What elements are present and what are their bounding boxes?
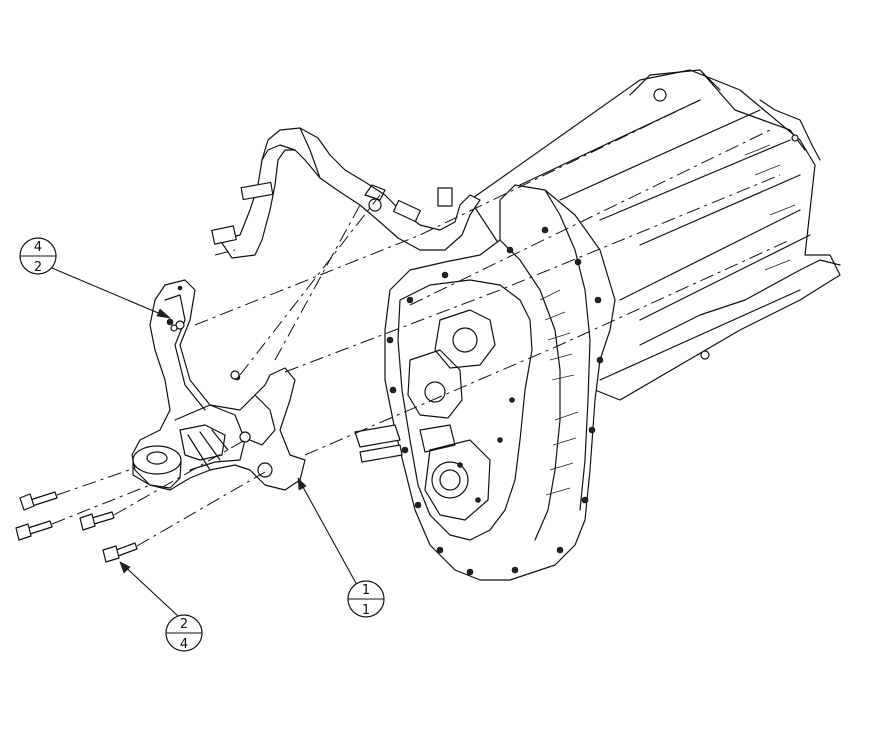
bolt-2 xyxy=(15,520,53,541)
bolt-4 xyxy=(102,542,138,563)
bolt-3 xyxy=(79,511,115,531)
callout-top-label: 1 xyxy=(362,583,370,598)
callout-bottom-label: 1 xyxy=(362,603,370,618)
small-bolt-upper xyxy=(170,324,240,380)
callout-balloon-1-1: 1 1 xyxy=(347,580,385,618)
bolt-1 xyxy=(19,491,58,511)
callout-balloon-4-2: 4 2 xyxy=(19,237,57,275)
callout-balloon-2-4: 2 4 xyxy=(165,614,203,652)
gearbox-housing xyxy=(354,184,616,581)
callout-leaders xyxy=(51,267,358,617)
mount-bracket xyxy=(131,279,306,491)
coolant-hose xyxy=(211,127,481,259)
alignment-lines xyxy=(51,99,791,547)
callout-bottom-label: 4 xyxy=(180,637,188,652)
callout-top-label: 4 xyxy=(34,240,42,255)
callout-top-label: 2 xyxy=(180,617,188,632)
callout-bottom-label: 2 xyxy=(34,260,42,275)
